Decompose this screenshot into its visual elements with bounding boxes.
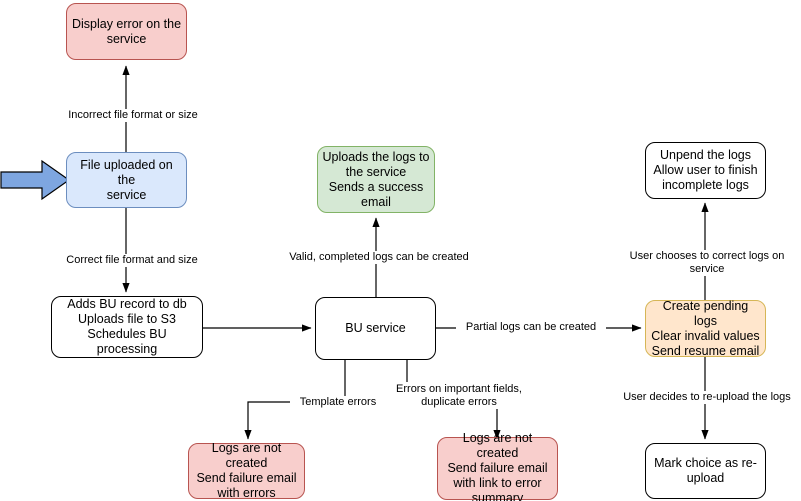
node-file-uploaded[interactable]: File uploaded on the service [66,152,187,208]
edge-label-user-reuploads: User decides to re-upload the logs [615,391,799,404]
node-uploads-logs[interactable]: Uploads the logs to the service Sends a … [317,146,435,213]
node-bu-service[interactable]: BU service [315,297,436,360]
node-mark-reupload[interactable]: Mark choice as re- upload [645,443,766,499]
edge-label-important-field-errors: Errors on important fields, duplicate er… [392,383,526,409]
edge-label-incorrect-format: Incorrect file format or size [56,109,210,122]
edge-label-valid-completed: Valid, completed logs can be created [279,251,479,264]
node-unpend-logs[interactable]: Unpend the logs Allow user to finish inc… [645,142,766,199]
edge-label-template-errors: Template errors [290,396,386,409]
edge-label-user-corrects: User chooses to correct logs on service [609,250,801,276]
node-adds-bu-record[interactable]: Adds BU record to db Uploads file to S3 … [51,296,203,358]
edge-label-partial-logs: Partial logs can be created [456,321,606,334]
start-arrow-icon [0,159,71,201]
node-display-error[interactable]: Display error on the service [66,3,187,60]
edge-label-correct-format: Correct file format and size [54,254,210,267]
node-create-pending-logs[interactable]: Create pending logs Clear invalid values… [645,299,766,358]
node-logs-not-created-link[interactable]: Logs are not created Send failure email … [437,431,558,501]
node-logs-not-created-errors[interactable]: Logs are not created Send failure email … [188,441,305,500]
